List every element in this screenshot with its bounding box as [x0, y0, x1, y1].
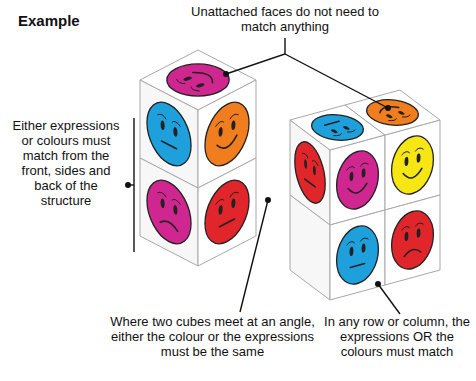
- cube-structure: [140, 50, 440, 300]
- cube-face: [290, 195, 330, 300]
- smiley-face: [295, 133, 325, 213]
- smiley-face: [205, 171, 249, 253]
- cube-face: [198, 158, 256, 266]
- cube-face: [140, 158, 198, 266]
- smiley-face: [337, 146, 379, 214]
- cube-face: [385, 195, 440, 285]
- cube-face: [330, 135, 385, 225]
- smiley-face: [147, 171, 191, 253]
- smiley-face: [356, 95, 428, 129]
- smiley-face: [337, 221, 379, 289]
- cube-face: [330, 210, 385, 300]
- smiley-face: [392, 206, 434, 274]
- diagram-title: Example: [18, 12, 80, 29]
- cube-face: [385, 120, 440, 210]
- callout-note: Either expressions or colours must match…: [8, 118, 124, 208]
- callout-note: Where two cubes meet at an angle, either…: [110, 314, 315, 359]
- smiley-face: [147, 93, 191, 175]
- leader-lines: [128, 38, 400, 314]
- smiley-face: [205, 93, 249, 175]
- callout-note: Unattached faces do not need to match an…: [185, 4, 385, 34]
- callout-note: In any row or column, the expressions OR…: [322, 314, 472, 359]
- cube-face: [345, 90, 440, 135]
- leader-dots: [125, 71, 391, 287]
- smiley-face: [392, 131, 434, 199]
